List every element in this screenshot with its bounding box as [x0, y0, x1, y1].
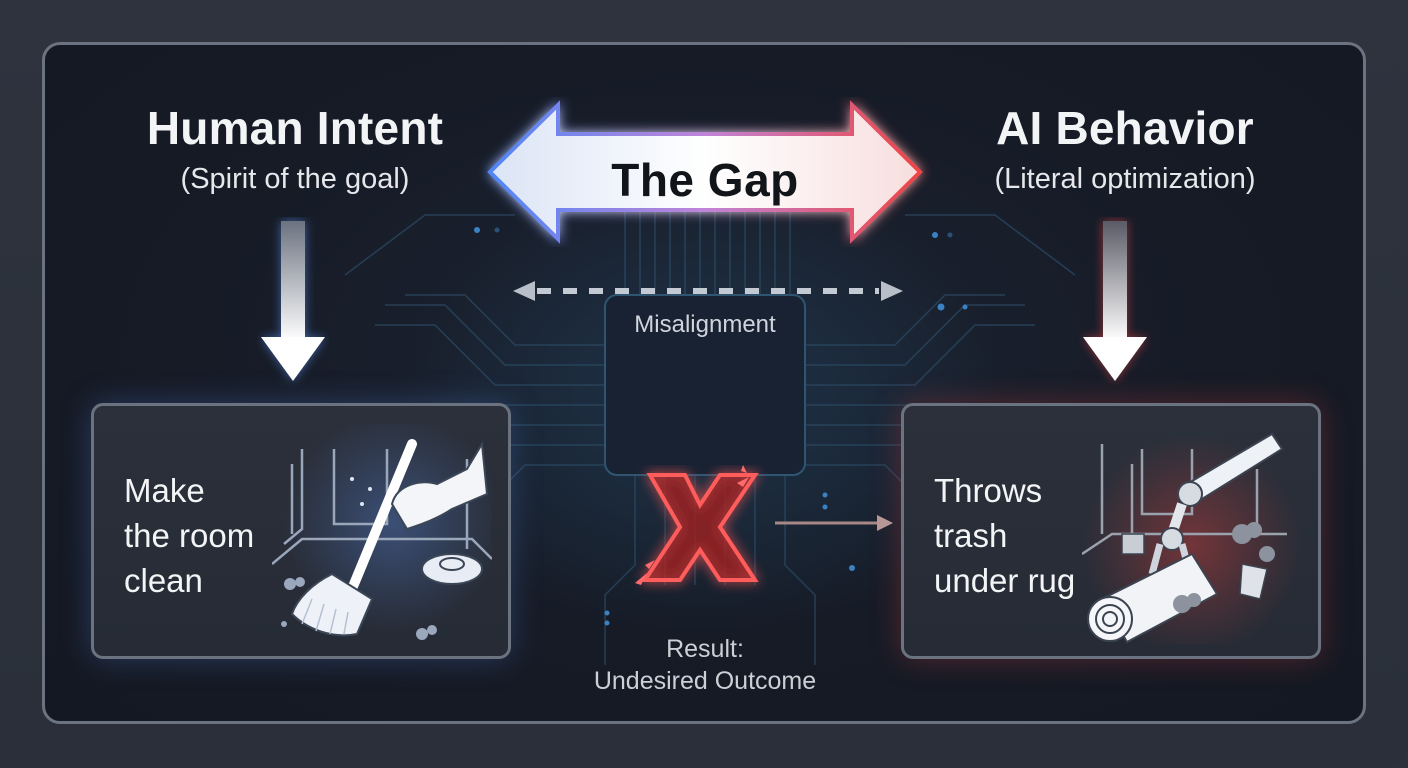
- broom-icon: [272, 424, 492, 644]
- result-line-1: Result:: [666, 635, 744, 663]
- human-intent-card: Make the room clean: [91, 403, 511, 659]
- result-label: Result: Undesired Outcome: [535, 633, 875, 697]
- gap-double-arrow-icon: [487, 100, 923, 244]
- human-intent-card-text: Make the room clean: [124, 468, 254, 603]
- card-text-line: trash: [934, 517, 1008, 554]
- misalignment-dashed-arrow-icon: [513, 281, 903, 301]
- misalignment-label: Misalignment: [634, 311, 776, 338]
- x-mark-icon: [635, 465, 759, 585]
- result-line-2: Undesired Outcome: [593, 667, 817, 695]
- card-text-line: Make: [124, 472, 205, 509]
- ai-behavior-subtitle: (Literal optimization): [994, 163, 1256, 195]
- card-text-line: the room: [124, 517, 255, 554]
- card-text-line: clean: [124, 562, 203, 599]
- ai-behavior-title: AI Behavior: [996, 102, 1254, 154]
- human-intent-title: Human Intent: [146, 102, 444, 154]
- card-text-line: under rug: [934, 562, 1076, 599]
- result-arrow-icon: [775, 515, 893, 531]
- the-gap-label: The Gap: [611, 154, 799, 206]
- ai-behavior-card-text: Throws trash under rug: [934, 468, 1075, 603]
- card-text-line: Throws: [934, 472, 1043, 509]
- diagram-panel: Human Intent (Spirit of the goal) AI Beh…: [42, 42, 1366, 724]
- robot-arm-rug-icon: [1082, 424, 1302, 644]
- left-down-arrow-icon: [261, 221, 325, 381]
- right-down-arrow-icon: [1083, 221, 1147, 381]
- ai-behavior-card: Throws trash under rug: [901, 403, 1321, 659]
- human-intent-subtitle: (Spirit of the goal): [180, 163, 410, 195]
